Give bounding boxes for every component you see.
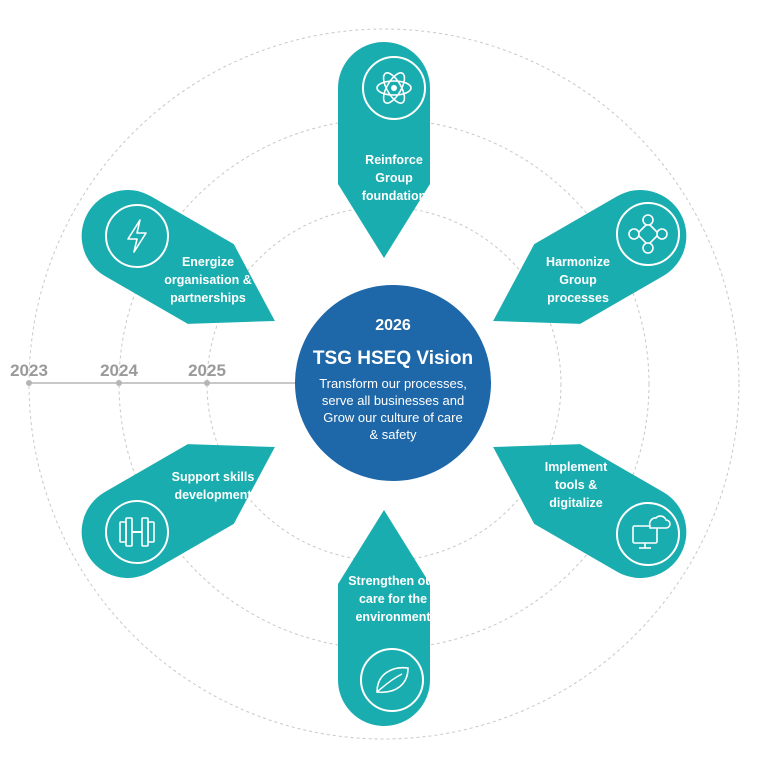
timeline-dot-2025 [204, 380, 210, 386]
center-title: TSG HSEQ Vision [313, 348, 473, 369]
pillar-harmonize [493, 190, 687, 324]
pillar-implement [493, 444, 687, 578]
pillar-harmonize-line-3: processes [547, 291, 609, 305]
timeline-dot-2023 [26, 380, 32, 386]
center-subtitle-line-1: Transform our processes, [319, 376, 467, 391]
center-subtitle-line-4: & safety [370, 427, 417, 442]
lightning-icon [105, 204, 169, 268]
leaf-icon [360, 648, 424, 712]
pillar-harmonize-shape [493, 190, 687, 324]
pillar-energize-line-3: partnerships [170, 291, 246, 305]
tick-label-2024: 2024 [100, 361, 138, 380]
pillar-reinforce-line-3: foundation [362, 189, 427, 203]
center-circle [295, 285, 491, 481]
timeline: 2023 2024 2025 [10, 361, 300, 386]
process-cycle-icon [616, 202, 680, 266]
pillar-energize [81, 190, 275, 324]
pillar-label-strengthen: Strengthen our care for the environment [348, 574, 438, 624]
center-subtitle-line-2: serve all businesses and [322, 393, 464, 408]
tick-label-2023: 2023 [10, 361, 48, 380]
pillar-strengthen-line-1: Strengthen our [348, 574, 438, 588]
pillar-label-support: Support skills development [172, 470, 255, 502]
center-subtitle-line-3: Grow our culture of care [323, 410, 462, 425]
pillar-reinforce-shape [338, 42, 430, 258]
center-vision: 2026 TSG HSEQ Vision Transform our proce… [295, 285, 491, 481]
atom-icon [362, 56, 426, 120]
pillar-label-harmonize: Harmonize Group processes [546, 255, 610, 305]
pillar-energize-line-2: organisation & [164, 273, 252, 287]
pillar-label-reinforce: Reinforce Group foundation [362, 153, 427, 203]
pillar-implement-shape [493, 444, 687, 578]
pillar-reinforce-line-1: Reinforce [365, 153, 423, 167]
pillar-support [81, 444, 275, 578]
pillar-reinforce [338, 42, 430, 258]
pillar-harmonize-line-2: Group [559, 273, 597, 287]
ring-2023 [28, 28, 740, 740]
timeline-dot-2024 [116, 380, 122, 386]
pillar-strengthen-line-3: environment [355, 610, 431, 624]
pillar-implement-line-3: digitalize [549, 496, 603, 510]
dumbbell-icon [105, 500, 169, 564]
pillar-implement-line-1: Implement [545, 460, 608, 474]
cloud-computer-icon [616, 502, 680, 566]
pillars [81, 42, 687, 726]
center-year: 2026 [375, 317, 411, 334]
pillar-support-shape [81, 444, 275, 578]
pillar-implement-line-2: tools & [555, 478, 597, 492]
pillar-energize-shape [81, 190, 275, 324]
pillar-support-line-2: development [174, 488, 252, 502]
pillar-reinforce-line-2: Group [375, 171, 413, 185]
pillar-label-implement: Implement tools & digitalize [545, 460, 608, 510]
pillar-support-line-1: Support skills [172, 470, 255, 484]
pillar-harmonize-line-1: Harmonize [546, 255, 610, 269]
pillar-label-energize: Energize organisation & partnerships [164, 255, 252, 305]
pillar-strengthen-line-2: care for the [359, 592, 427, 606]
tick-label-2025: 2025 [188, 361, 226, 380]
pillar-energize-line-1: Energize [182, 255, 234, 269]
